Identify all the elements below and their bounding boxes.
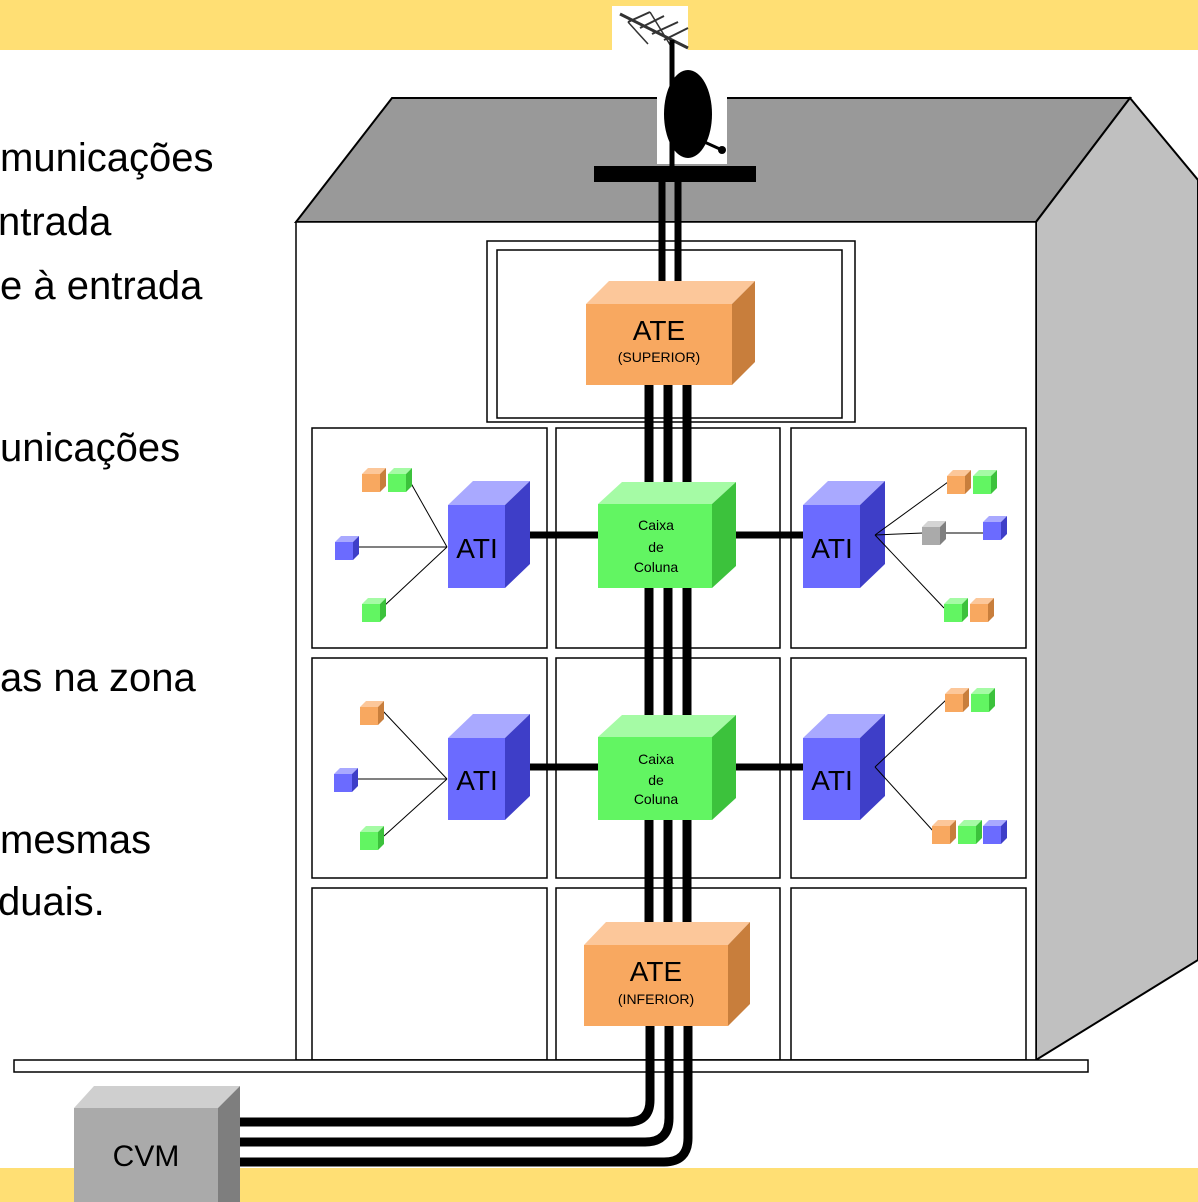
ati-lower-left-label: ATI [456, 765, 497, 796]
riser-cables [644, 385, 692, 940]
antenna-icon [612, 6, 689, 50]
text-line-1: municações [0, 136, 214, 180]
ate-bottom-box [584, 922, 750, 1026]
caixa-lower-line1: Caixa [638, 751, 674, 767]
ate-top-title: ATE [633, 315, 685, 346]
text-line-6: mesmas [0, 818, 152, 862]
ground-slab [13, 1059, 1089, 1073]
ate-bottom-subtitle: (INFERIOR) [618, 991, 694, 1007]
ati-upper-right-label: ATI [811, 533, 852, 564]
ati-box-upper-left [448, 481, 530, 588]
terminal-connections [356, 477, 984, 837]
text-line-5: as na zona [0, 656, 196, 700]
cvm-cables [226, 1026, 693, 1167]
caixa-lower-box [598, 715, 736, 820]
caixa-upper-line3: Coluna [634, 559, 679, 575]
slide-text: municações ntrada e à entrada unicações … [0, 0, 300, 1202]
ati-box-upper-right [803, 481, 885, 588]
caixa-upper-box [598, 482, 736, 588]
ati-lower-right-label: ATI [811, 765, 852, 796]
text-line-3: e à entrada [0, 264, 203, 308]
satellite-dish-icon [657, 40, 727, 172]
mast-crossbar [594, 166, 756, 182]
text-line-7: duais. [0, 880, 105, 924]
top-band [0, 0, 1198, 50]
ati-box-lower-left [448, 714, 530, 820]
ate-top-box [586, 281, 755, 385]
caixa-lower-line2: de [648, 772, 664, 788]
ati-box-lower-right [803, 714, 885, 820]
ate-bottom-title: ATE [630, 956, 682, 987]
antenna-cables [658, 180, 682, 298]
ati-upper-left-label: ATI [456, 533, 497, 564]
ate-top-subtitle: (SUPERIOR) [618, 349, 700, 365]
caixa-lower-line3: Coluna [634, 791, 679, 807]
caixa-upper-line2: de [648, 539, 664, 555]
cvm-label: CVM [113, 1140, 180, 1173]
text-line-4: unicações [0, 426, 181, 470]
building-side-wall [1035, 96, 1198, 1062]
cvm-box [74, 1086, 240, 1202]
caixa-upper-line1: Caixa [638, 517, 674, 533]
text-line-2: ntrada [0, 200, 112, 244]
